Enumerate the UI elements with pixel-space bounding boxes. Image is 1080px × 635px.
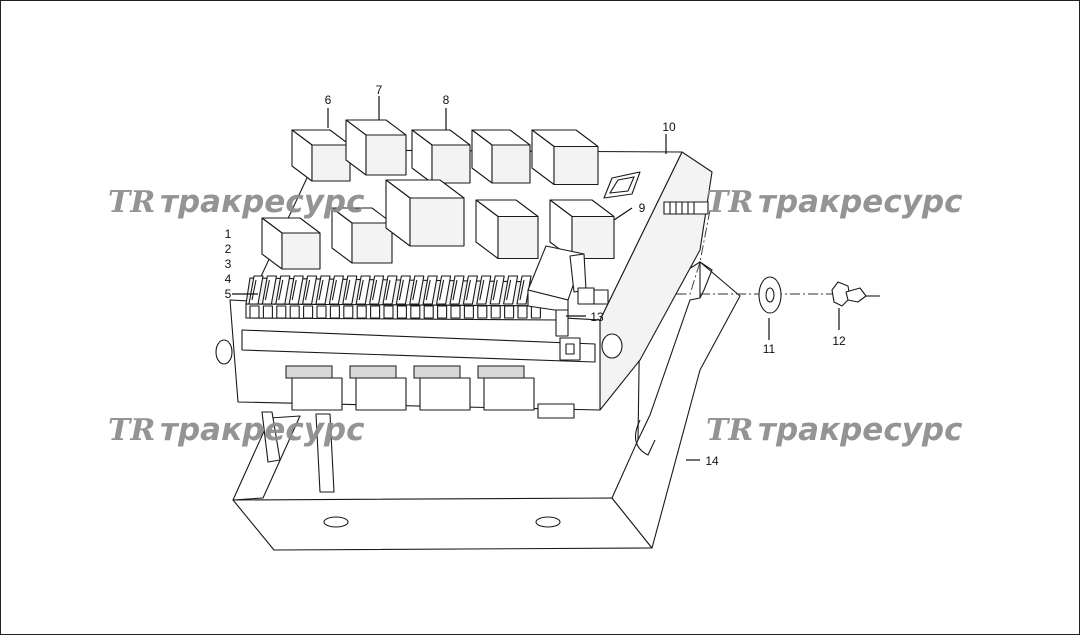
blade-fuse — [489, 275, 505, 319]
blade-fuse — [369, 275, 385, 319]
relay-group — [261, 119, 615, 270]
relay — [385, 179, 465, 247]
blade-fuse — [355, 275, 371, 319]
watermark-logo: TR — [108, 413, 155, 448]
watermark-text: тракресурс — [160, 184, 365, 220]
blade-fuse — [395, 275, 411, 319]
callout-11: 11 — [763, 342, 776, 356]
callout-5: 5 — [225, 287, 232, 301]
blade-fuse — [476, 275, 492, 319]
callout-13: 13 — [590, 310, 604, 324]
callout-12: 12 — [832, 334, 846, 348]
watermark-top-left: TR тракресурс — [108, 184, 365, 220]
washer — [758, 276, 782, 314]
blade-fuse — [503, 275, 519, 319]
blade-fuse — [315, 275, 331, 319]
callout-6: 6 — [325, 93, 332, 107]
callout-2: 2 — [225, 242, 232, 256]
blade-fuse — [449, 275, 465, 319]
relay — [345, 119, 407, 176]
blade-fuse — [342, 275, 358, 319]
stud-bolt — [663, 201, 709, 215]
plug-connector — [527, 245, 609, 337]
watermark-bottom-left: TR тракресурс — [108, 412, 365, 448]
watermark-logo: TR — [108, 185, 155, 220]
callout-3: 3 — [225, 257, 232, 271]
leader-lines — [232, 96, 840, 461]
callout-14: 14 — [705, 454, 719, 468]
blade-fuse — [436, 275, 452, 319]
relay — [549, 199, 615, 260]
watermark-text: тракресурс — [758, 184, 963, 220]
callout-7: 7 — [376, 83, 383, 97]
blade-fuse — [409, 275, 425, 319]
watermark-text: тракресурс — [758, 412, 963, 448]
blade-fuse — [328, 275, 344, 319]
blade-fuse — [302, 275, 318, 319]
watermark-logo: TR — [706, 413, 753, 448]
relay — [261, 217, 321, 270]
wing-nut — [831, 281, 880, 307]
relay — [531, 129, 599, 186]
callout-4: 4 — [225, 272, 232, 286]
callout-labels: 1 2 3 4 5 6 7 8 9 10 11 12 13 14 — [225, 83, 846, 468]
callout-8: 8 — [443, 93, 450, 107]
relay — [471, 129, 531, 184]
blade-fuse — [382, 275, 398, 319]
lower-connectors — [285, 365, 575, 419]
callout-10: 10 — [662, 120, 676, 134]
callout-1: 1 — [225, 227, 232, 241]
watermark-top-right: TR тракресурс — [706, 184, 963, 220]
blade-fuse — [248, 275, 264, 319]
blade-fuse — [288, 275, 304, 319]
blade-fuse — [422, 275, 438, 319]
blade-fuse — [261, 275, 277, 319]
relay — [411, 129, 471, 184]
blade-fuse — [516, 275, 532, 319]
blade-fuse — [462, 275, 478, 319]
relay — [475, 199, 539, 260]
watermark-text: тракресурс — [160, 412, 365, 448]
callout-9: 9 — [639, 201, 646, 215]
watermark-bottom-right: TR тракресурс — [706, 412, 963, 448]
watermark-logo: TR — [706, 185, 753, 220]
relay — [291, 129, 351, 182]
relay — [331, 207, 393, 264]
blade-fuse — [275, 275, 291, 319]
fuse-row — [245, 275, 561, 321]
